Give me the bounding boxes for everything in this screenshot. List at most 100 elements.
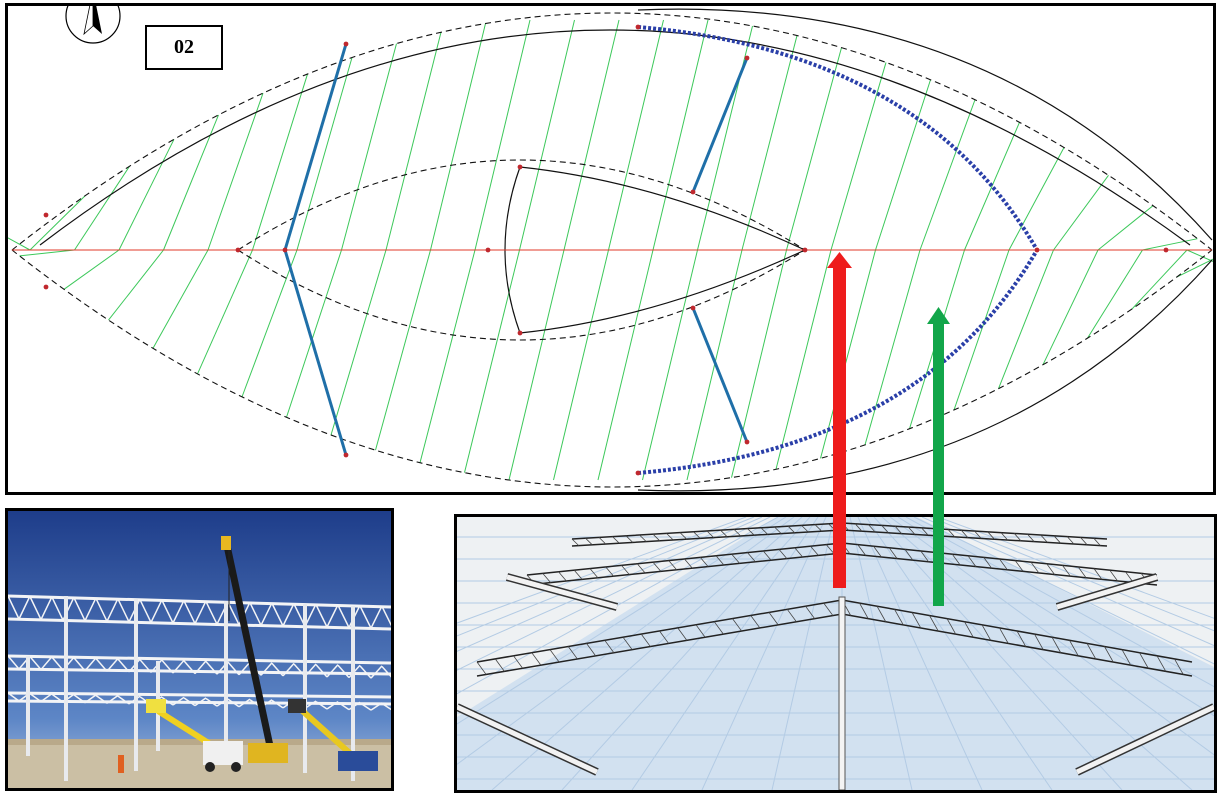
rafter-lower	[1176, 258, 1213, 278]
rafter-upper	[519, 19, 575, 251]
node	[485, 247, 491, 253]
node	[235, 247, 241, 253]
rafter-lower	[286, 249, 342, 418]
ring-beam-top	[637, 25, 1039, 252]
rafter-lower	[1042, 249, 1099, 365]
node	[517, 330, 523, 336]
roof-outlines	[11, 8, 1213, 492]
plan-svg	[8, 6, 1213, 492]
rafter-upper	[608, 19, 664, 251]
mid-edge-bottom	[237, 249, 806, 341]
opening-top	[519, 166, 806, 251]
rafter-upper	[1053, 174, 1109, 251]
node	[43, 284, 49, 290]
outer-solid-top	[39, 29, 1191, 246]
worker	[118, 755, 124, 773]
opening-bottom	[519, 249, 806, 334]
rafter-upper	[1008, 147, 1065, 251]
rafter-lower	[197, 249, 253, 375]
rafter-lower	[1131, 249, 1188, 310]
node	[744, 55, 750, 61]
rafter-upper	[964, 122, 1020, 251]
main-beams	[283, 43, 749, 456]
rafter-lower	[464, 249, 520, 473]
rafter-upper	[786, 47, 842, 251]
rafter-upper	[1186, 249, 1213, 263]
rafter-lower	[1087, 249, 1143, 339]
rafter-upper	[1142, 238, 1198, 251]
main-beam	[691, 57, 749, 193]
outer-edge-bottom	[11, 249, 1213, 488]
rafter-upper	[919, 99, 976, 251]
rafter-upper	[875, 79, 931, 251]
rafter-lower	[731, 249, 787, 478]
node	[802, 247, 808, 253]
rafter-lower	[152, 249, 209, 349]
node	[690, 305, 696, 311]
node	[517, 164, 523, 170]
rafter-lower	[642, 249, 698, 481]
rafter-upper	[341, 43, 397, 251]
boom-lift-2	[288, 699, 378, 771]
rafter-upper	[207, 93, 264, 251]
outer-edge-top	[11, 12, 1213, 251]
rafter-lower	[998, 249, 1054, 389]
main-beam	[691, 307, 749, 443]
rafter-upper	[430, 23, 486, 251]
rafter-upper	[296, 57, 353, 251]
rafter-lower	[553, 249, 609, 481]
rafter-upper	[163, 114, 219, 251]
photo-svg	[8, 511, 391, 788]
rafter-lower	[330, 249, 387, 436]
rafter-upper	[74, 165, 130, 251]
rafter-upper	[652, 19, 709, 251]
mid-edge-top	[237, 159, 806, 251]
node	[1163, 247, 1169, 253]
node	[1034, 247, 1040, 253]
rafter-lower	[508, 249, 565, 481]
node	[690, 189, 696, 195]
rafter-upper	[118, 139, 175, 251]
node	[744, 439, 750, 445]
ring-beam-bottom	[637, 248, 1039, 475]
rafter-lines	[8, 19, 1213, 481]
rafter-lower	[864, 249, 921, 445]
node	[343, 41, 349, 47]
rafter-upper	[385, 32, 442, 251]
support-nodes	[43, 24, 1169, 476]
rafter-lower	[375, 249, 431, 451]
drawing-label: 02	[145, 25, 223, 70]
rafter-upper	[830, 62, 887, 251]
rafter-lower	[419, 249, 476, 463]
rafter-upper	[474, 19, 531, 251]
rafter-lower	[19, 249, 75, 257]
node	[43, 212, 49, 218]
rafter-lower	[953, 249, 1010, 411]
dim-line-top	[637, 8, 1213, 241]
crane	[221, 536, 288, 763]
boom-lift	[146, 699, 243, 772]
north-arrow-icon	[65, 6, 121, 44]
rafter-lower	[820, 249, 876, 459]
node	[282, 247, 288, 253]
rafter-lower	[597, 249, 654, 481]
rafter-lower	[241, 249, 298, 398]
rafter-upper	[29, 195, 86, 251]
node	[635, 470, 641, 476]
node	[343, 452, 349, 458]
dim-line-bottom	[637, 259, 1213, 492]
rafter-lower	[108, 249, 164, 321]
node	[635, 24, 641, 30]
render-svg	[457, 517, 1214, 790]
rafter-upper	[252, 73, 308, 251]
main-beam	[283, 249, 348, 456]
rafter-upper	[741, 35, 798, 251]
rafter-lower	[8, 237, 31, 251]
main-beam	[283, 43, 348, 251]
rafter-upper	[563, 19, 620, 251]
rafter-lower	[775, 249, 832, 470]
ridge-column	[838, 596, 846, 790]
truss-3d-render	[454, 514, 1217, 793]
rafter-lower	[63, 249, 120, 290]
roof-plan-drawing: 02	[5, 3, 1216, 495]
